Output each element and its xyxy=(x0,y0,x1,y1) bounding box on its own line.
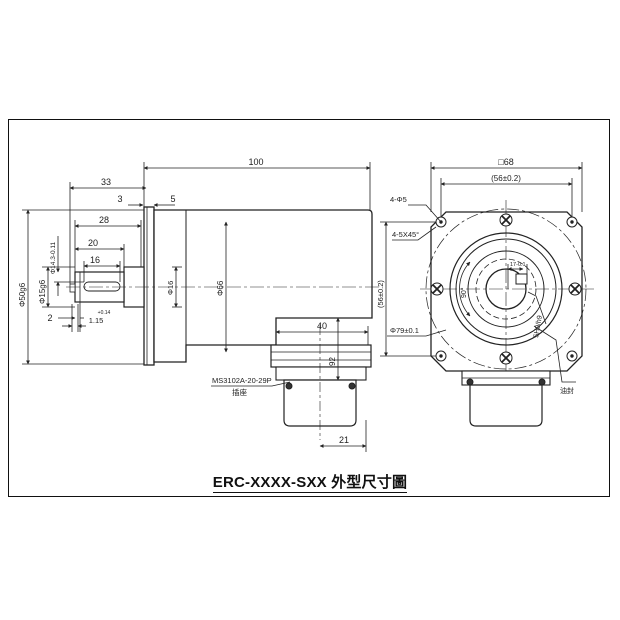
dia-15-label: Φ15g6 xyxy=(38,279,47,304)
connector-model-label: MS3102A-20-29P xyxy=(212,376,272,385)
angle-label: 90° xyxy=(460,287,468,298)
chamfer-spec-label: 4-5X45° xyxy=(392,230,419,239)
side-view-labels: 100 33 3 5 28 20 16 2 1.15 +0.14 Φ50g6 Φ… xyxy=(18,157,349,445)
drawing-frame xyxy=(8,119,610,497)
front-connector-plug xyxy=(469,384,543,427)
keyway-fit-label: 5H9/h9 xyxy=(533,315,544,339)
cross-screws xyxy=(430,213,582,365)
dim-28-label: 28 xyxy=(99,215,109,225)
dim-115-tolerance: +0.14 xyxy=(98,310,111,316)
dim-100-label: 100 xyxy=(248,157,263,167)
encoder-body xyxy=(153,209,373,363)
connector-leader xyxy=(211,381,291,387)
dim-33-label: 33 xyxy=(101,177,111,187)
drawing-caption: ERC-XXXX-SXX 外型尺寸圖 xyxy=(0,471,620,493)
connector-note-label: 插座 xyxy=(232,387,247,397)
dim-5-label: 5 xyxy=(170,194,175,204)
dim-115-label: 1.15 xyxy=(89,316,104,325)
dim-21-label: 21 xyxy=(339,435,349,445)
dim-20-label: 20 xyxy=(88,238,98,248)
hole-spec-label: 4-Φ5 xyxy=(390,195,407,204)
dia-16-label: Φ16 xyxy=(166,281,175,295)
dia-66-label: Φ66 xyxy=(216,280,225,296)
shaft-key xyxy=(83,281,121,292)
front-view xyxy=(380,162,594,427)
dim-3-label: 3 xyxy=(117,194,122,204)
square-flange xyxy=(430,211,583,372)
dim-2-label: 2 xyxy=(47,313,52,323)
caption-text: ERC-XXXX-SXX 外型尺寸圖 xyxy=(212,474,408,493)
keyway-label: 17-0.1 xyxy=(510,262,526,268)
dia-50-label: Φ50g6 xyxy=(18,282,27,307)
keyway xyxy=(515,273,528,285)
side-view xyxy=(22,162,380,452)
dim-68-label: □68 xyxy=(498,157,513,167)
dim-56-top-label: (56±0.2) xyxy=(491,174,521,183)
seal-note-label: 油封 xyxy=(560,386,574,395)
flange xyxy=(143,206,155,366)
dim-40-label: 40 xyxy=(317,321,327,331)
pcd-label: Φ79±0.1 xyxy=(390,326,419,335)
dim-92-label: 92 xyxy=(328,357,337,366)
side-vertical-dimensions xyxy=(22,209,340,381)
front-dimension-lines xyxy=(380,162,583,383)
dia-14-label: Φ14.3-0.11 xyxy=(50,241,57,274)
dim-56-side-label: (56±0.2) xyxy=(376,280,385,308)
front-view-labels: □68 (56±0.2) 4-Φ5 4-5X45° (56±0.2) Φ79±0… xyxy=(376,157,574,395)
connector-base xyxy=(270,344,372,368)
dim-16-label: 16 xyxy=(90,255,100,265)
